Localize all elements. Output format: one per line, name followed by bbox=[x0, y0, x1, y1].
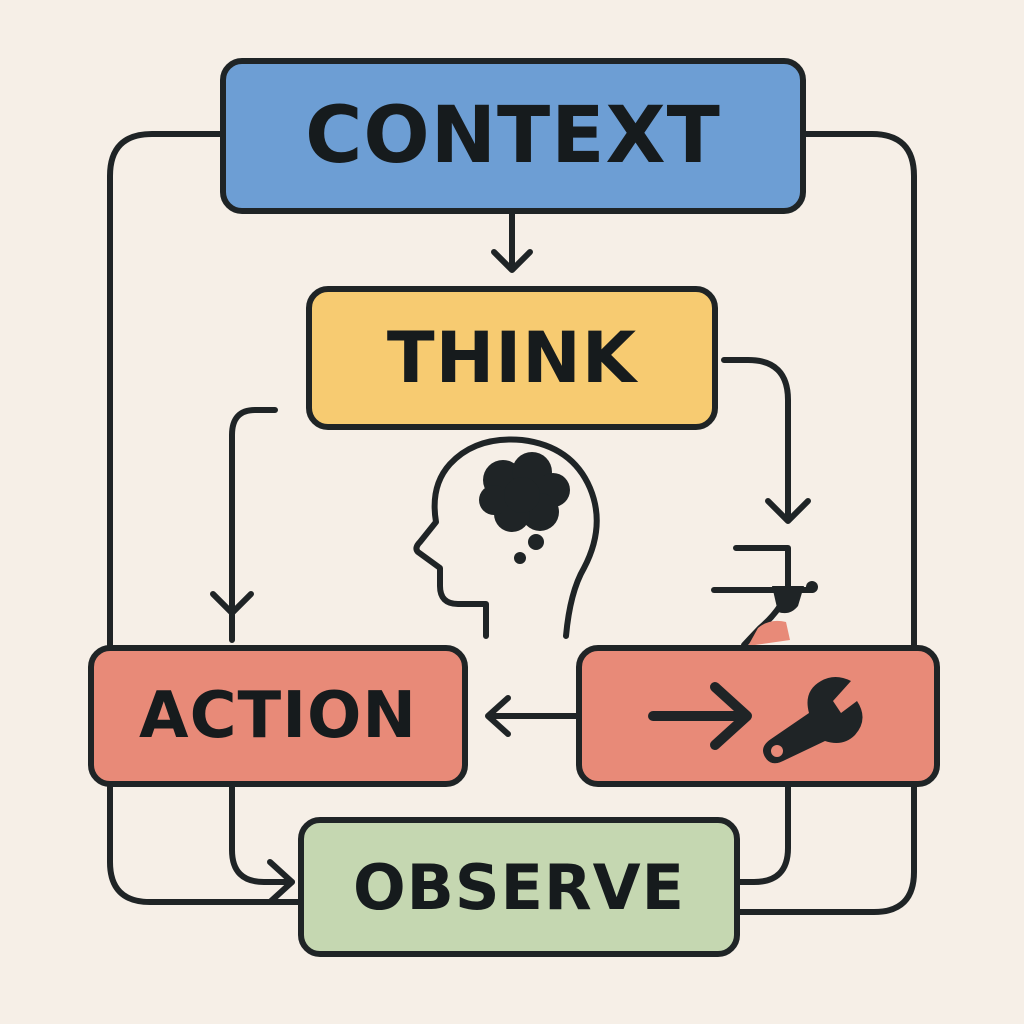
tool-plug-icon bbox=[733, 545, 791, 593]
connector-tool-to-observe bbox=[737, 784, 791, 885]
tool-plug-tip bbox=[748, 581, 818, 646]
arrowhead-action-to-observe bbox=[267, 859, 295, 905]
arrowhead-think-to-tool bbox=[765, 498, 811, 524]
arrow-right-icon bbox=[648, 682, 752, 750]
arrowhead-think-to-action bbox=[210, 591, 254, 616]
wrench-icon bbox=[763, 677, 863, 764]
context-label: CONTEXT bbox=[305, 91, 721, 181]
connector-think-to-tool bbox=[721, 357, 791, 521]
arrowhead-tool-to-action bbox=[485, 695, 511, 737]
observe-label: OBSERVE bbox=[352, 850, 686, 924]
context-node: CONTEXT bbox=[220, 58, 806, 214]
action-label: ACTION bbox=[139, 679, 417, 753]
arrowhead-context-to-think bbox=[491, 249, 533, 273]
connector-action-to-observe bbox=[229, 784, 295, 885]
observe-node: OBSERVE bbox=[298, 817, 740, 957]
think-label: THINK bbox=[386, 317, 638, 399]
connector-think-to-action bbox=[229, 407, 278, 643]
think-node: THINK bbox=[306, 286, 718, 430]
tool-icons bbox=[648, 677, 863, 764]
connector-observe-to-context-left bbox=[107, 131, 301, 905]
connector-observe-to-context-right bbox=[737, 131, 917, 915]
action-node: ACTION bbox=[88, 645, 468, 787]
head-thought-icon bbox=[413, 436, 600, 639]
tool-node bbox=[576, 645, 940, 787]
